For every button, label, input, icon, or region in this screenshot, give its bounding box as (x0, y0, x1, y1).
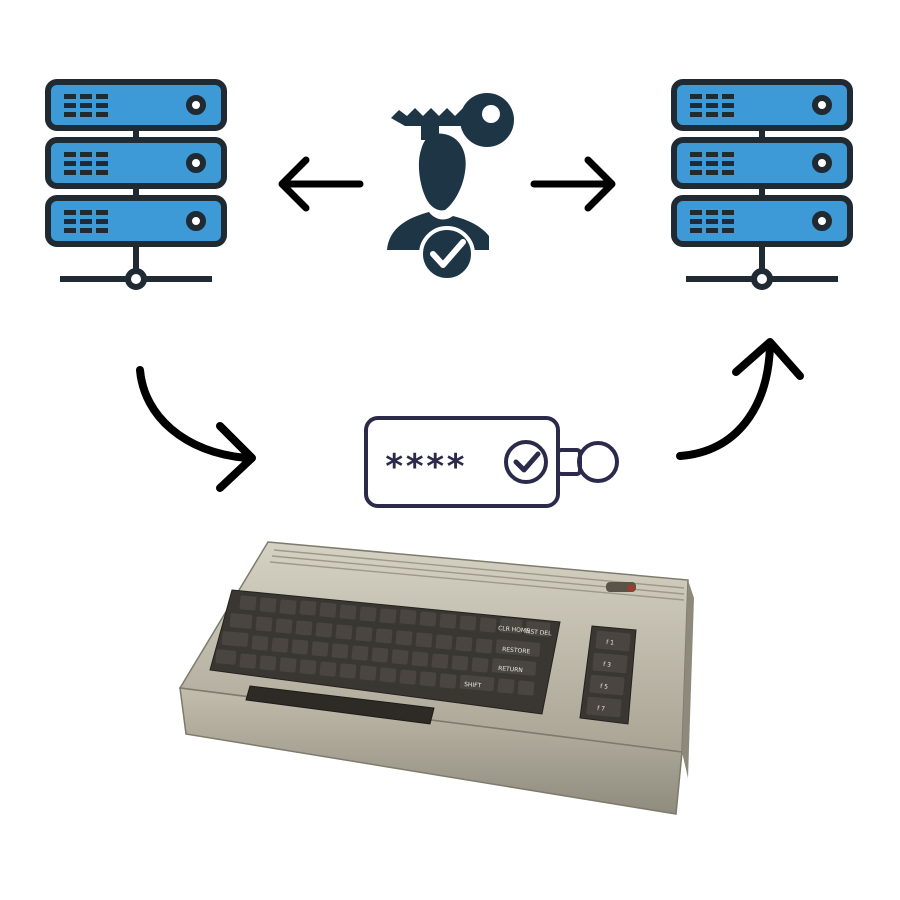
retro-computer-keyboard: INST DEL CLR HOME RESTORE RETURN SHIFT f… (178, 541, 694, 815)
password-key-tag-icon: **** (364, 416, 619, 508)
curved-arrow-up-right (672, 336, 812, 466)
key-inst-del: INST DEL (524, 628, 553, 637)
key-restore: RESTORE (502, 646, 531, 655)
server-stack-icon (671, 79, 853, 290)
key-clr-home: CLR HOME (498, 625, 531, 635)
user-key-verified (385, 88, 520, 280)
arrow-left (272, 152, 368, 216)
masked-password: **** (384, 447, 466, 487)
curved-arrow-icon (676, 338, 804, 460)
server-stack-icon (45, 79, 227, 290)
key-f1: f 1 (606, 639, 615, 647)
right-server-stack (670, 78, 856, 290)
left-server-stack (44, 78, 230, 290)
arrow-left-icon (278, 156, 364, 212)
password-token: **** (362, 414, 626, 510)
key-f5: f 5 (600, 683, 609, 691)
retro-computer: INST DEL CLR HOME RESTORE RETURN SHIFT f… (176, 538, 696, 828)
key-shift: SHIFT (464, 681, 482, 689)
key-f7: f 7 (597, 705, 606, 713)
curved-arrow-down-right (128, 360, 268, 500)
arrow-right-icon (530, 156, 616, 212)
user-key-verified-icon (387, 93, 514, 280)
key-f3: f 3 (603, 661, 612, 669)
arrow-right (526, 152, 622, 216)
curved-arrow-icon (136, 366, 256, 492)
key-return: RETURN (498, 665, 523, 674)
